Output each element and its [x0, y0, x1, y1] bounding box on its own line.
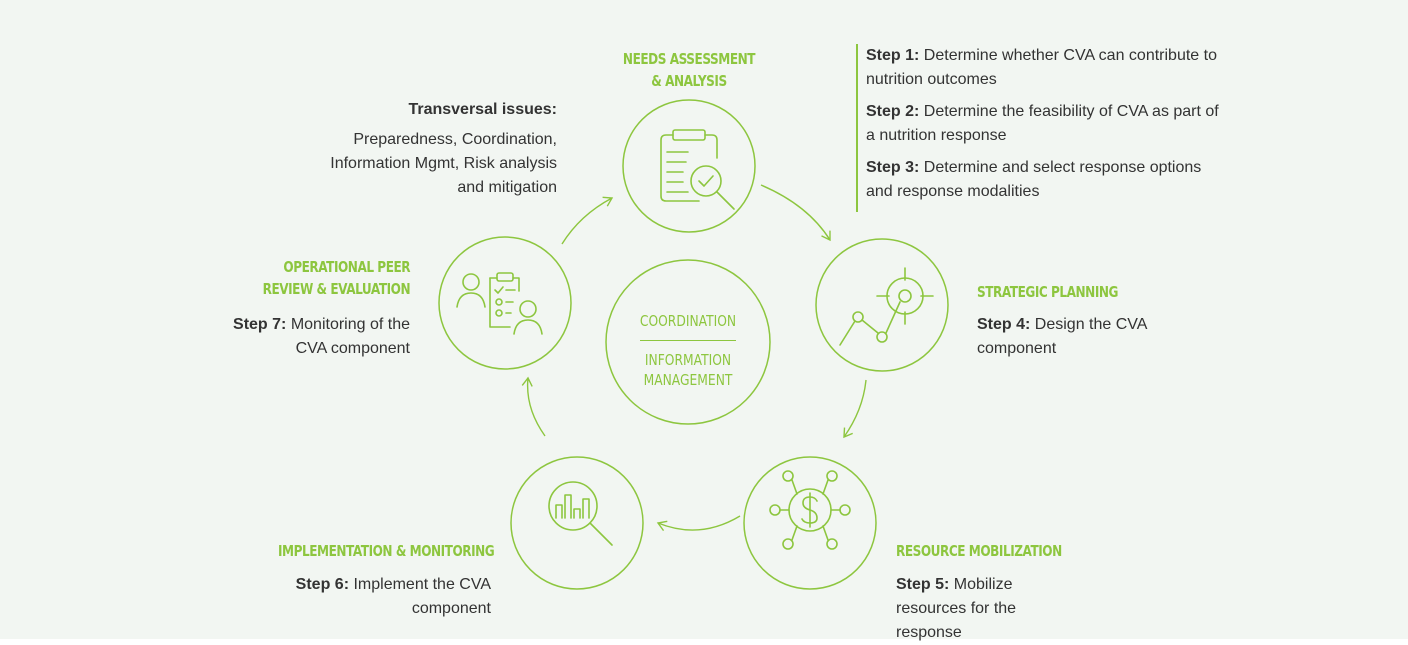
resource-mobilization-circle [743, 456, 877, 590]
step-6: Step 6: Implement the CVA component [290, 573, 491, 621]
step-7-label: Step 7: [233, 316, 287, 333]
step-5-label: Step 5: [896, 576, 950, 593]
step-4-text: Design the CVA component [977, 316, 1147, 357]
step-1-label: Step 1: [866, 47, 920, 64]
arrow-implementation-to-review [521, 376, 546, 437]
step-2: Step 2: Determine the feasibility of CVA… [866, 100, 1226, 148]
center-divider [640, 340, 736, 341]
step-5-text: Mobilize resources for the response [896, 576, 1017, 641]
needs-assessment-title: NEEDS ASSESSMENT & ANALYSIS [611, 48, 767, 92]
arrow-strategic-to-resource [843, 379, 867, 439]
step-3-label: Step 3: [866, 159, 920, 176]
peer-review-title: OPERATIONAL PEER REVIEW & EVALUATION [262, 256, 410, 300]
peer-review-title-line2: REVIEW & EVALUATION [262, 280, 410, 298]
needs-assessment-title-line2: & ANALYSIS [651, 72, 727, 90]
step-2-label: Step 2: [866, 103, 920, 120]
peer-review-circle [438, 236, 572, 370]
step-7-text: Monitoring of the CVA component [286, 316, 410, 357]
target-chart-icon [839, 267, 934, 346]
step-3: Step 3: Determine and select response op… [866, 156, 1226, 204]
dollar-network-icon [769, 470, 851, 550]
center-circle [605, 259, 771, 425]
step-2-text: Determine the feasibility of CVA as part… [866, 103, 1219, 144]
arrow-review-to-needs [561, 196, 614, 245]
resource-mobilization-title: RESOURCE MOBILIZATION [896, 542, 1062, 560]
arrow-resource-to-implementation [656, 515, 741, 532]
people-checklist-icon [456, 272, 543, 335]
implementation-monitoring-circle [510, 456, 644, 590]
step-5: Step 5: Mobilize resources for the respo… [896, 573, 1086, 645]
center-top-label: COORDINATION [639, 312, 737, 330]
needs-assessment-circle [622, 99, 756, 233]
needs-assessment-steps: Step 1: Determine whether CVA can contri… [856, 44, 1226, 212]
step-6-text: Implement the CVA component [349, 576, 491, 617]
transversal-heading: Transversal issues: [408, 101, 557, 118]
step-4: Step 4: Design the CVA component [977, 313, 1147, 361]
transversal-issues: Transversal issues: Preparedness, Coordi… [300, 98, 557, 200]
step-6-label: Step 6: [295, 576, 350, 593]
peer-review-title-line1: OPERATIONAL PEER [283, 258, 410, 276]
bar-chart-magnifier-icon [548, 481, 613, 546]
clipboard-magnifier-icon [660, 129, 735, 210]
step-4-label: Step 4: [977, 316, 1031, 333]
needs-assessment-title-line1: NEEDS ASSESSMENT [622, 50, 756, 68]
step-1: Step 1: Determine whether CVA can contri… [866, 44, 1226, 92]
strategic-planning-circle [815, 238, 949, 372]
step-7: Step 7: Monitoring of the CVA component [200, 313, 410, 361]
implementation-monitoring-title: IMPLEMENTATION & MONITORING [277, 542, 495, 560]
arrow-needs-to-strategic [760, 184, 831, 242]
step-3-text: Determine and select response options an… [866, 159, 1202, 200]
step-1-text: Determine whether CVA can contribute to … [866, 47, 1217, 88]
center-bottom-label: INFORMATION MANAGEMENT [643, 351, 733, 389]
strategic-planning-title: STRATEGIC PLANNING [977, 283, 1118, 301]
transversal-body: Preparedness, Coordination, Information … [330, 131, 557, 196]
